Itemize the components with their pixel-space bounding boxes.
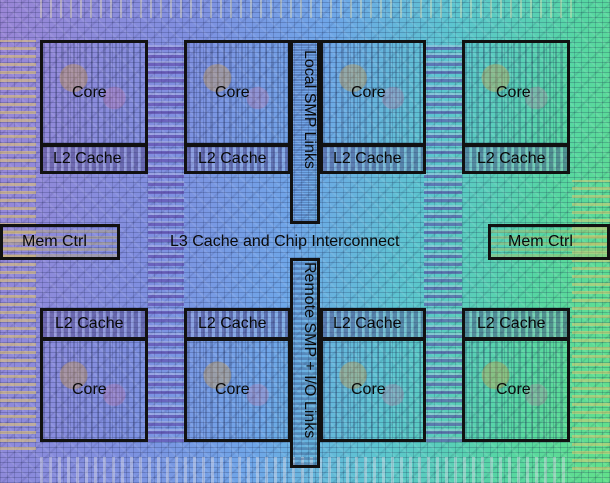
core-bottom-4	[462, 338, 570, 442]
local-smp-links-block	[290, 40, 320, 224]
l2-cache-top-2	[184, 144, 291, 174]
remote-smp-io-links-label: Remote SMP + I/O Links	[301, 262, 318, 439]
l2-cache-label: L2 Cache	[333, 150, 402, 167]
io-pads-left	[0, 40, 36, 450]
bus-column-1	[148, 42, 184, 442]
core-label: Core	[351, 381, 386, 398]
bus-column-2	[424, 42, 462, 442]
l3-cache-interconnect-label: L3 Cache and Chip Interconnect	[170, 233, 400, 250]
core-bottom-1	[40, 338, 148, 442]
mem-ctrl-right	[488, 224, 610, 260]
core-label: Core	[72, 381, 107, 398]
l2-cache-top-1	[40, 144, 148, 174]
core-top-4	[462, 40, 570, 146]
io-pads-top	[40, 0, 580, 18]
mem-ctrl-left	[0, 224, 120, 260]
core-label: Core	[215, 381, 250, 398]
mem-ctrl-left-label: Mem Ctrl	[22, 233, 87, 250]
core-label: Core	[496, 84, 531, 101]
l2-cache-label: L2 Cache	[53, 150, 122, 167]
core-top-3	[320, 40, 426, 146]
core-label: Core	[351, 84, 386, 101]
l2-cache-label: L2 Cache	[198, 150, 267, 167]
l2-cache-top-3	[320, 144, 426, 174]
l2-cache-label: L2 Cache	[477, 150, 546, 167]
core-label: Core	[496, 381, 531, 398]
l2-cache-top-4	[462, 144, 570, 174]
remote-smp-io-links-block	[290, 258, 320, 468]
l2-cache-label: L2 Cache	[55, 315, 124, 332]
local-smp-links-label: Local SMP Links	[301, 50, 318, 169]
core-label: Core	[215, 84, 250, 101]
io-pads-right	[572, 180, 610, 470]
l2-cache-label: L2 Cache	[198, 315, 267, 332]
l2-cache-label: L2 Cache	[477, 315, 546, 332]
io-pads-bottom	[40, 457, 570, 483]
core-bottom-3	[320, 338, 426, 442]
core-label: Core	[72, 84, 107, 101]
l2-cache-label: L2 Cache	[333, 315, 402, 332]
mem-ctrl-right-label: Mem Ctrl	[508, 233, 573, 250]
core-bottom-2	[184, 338, 291, 442]
